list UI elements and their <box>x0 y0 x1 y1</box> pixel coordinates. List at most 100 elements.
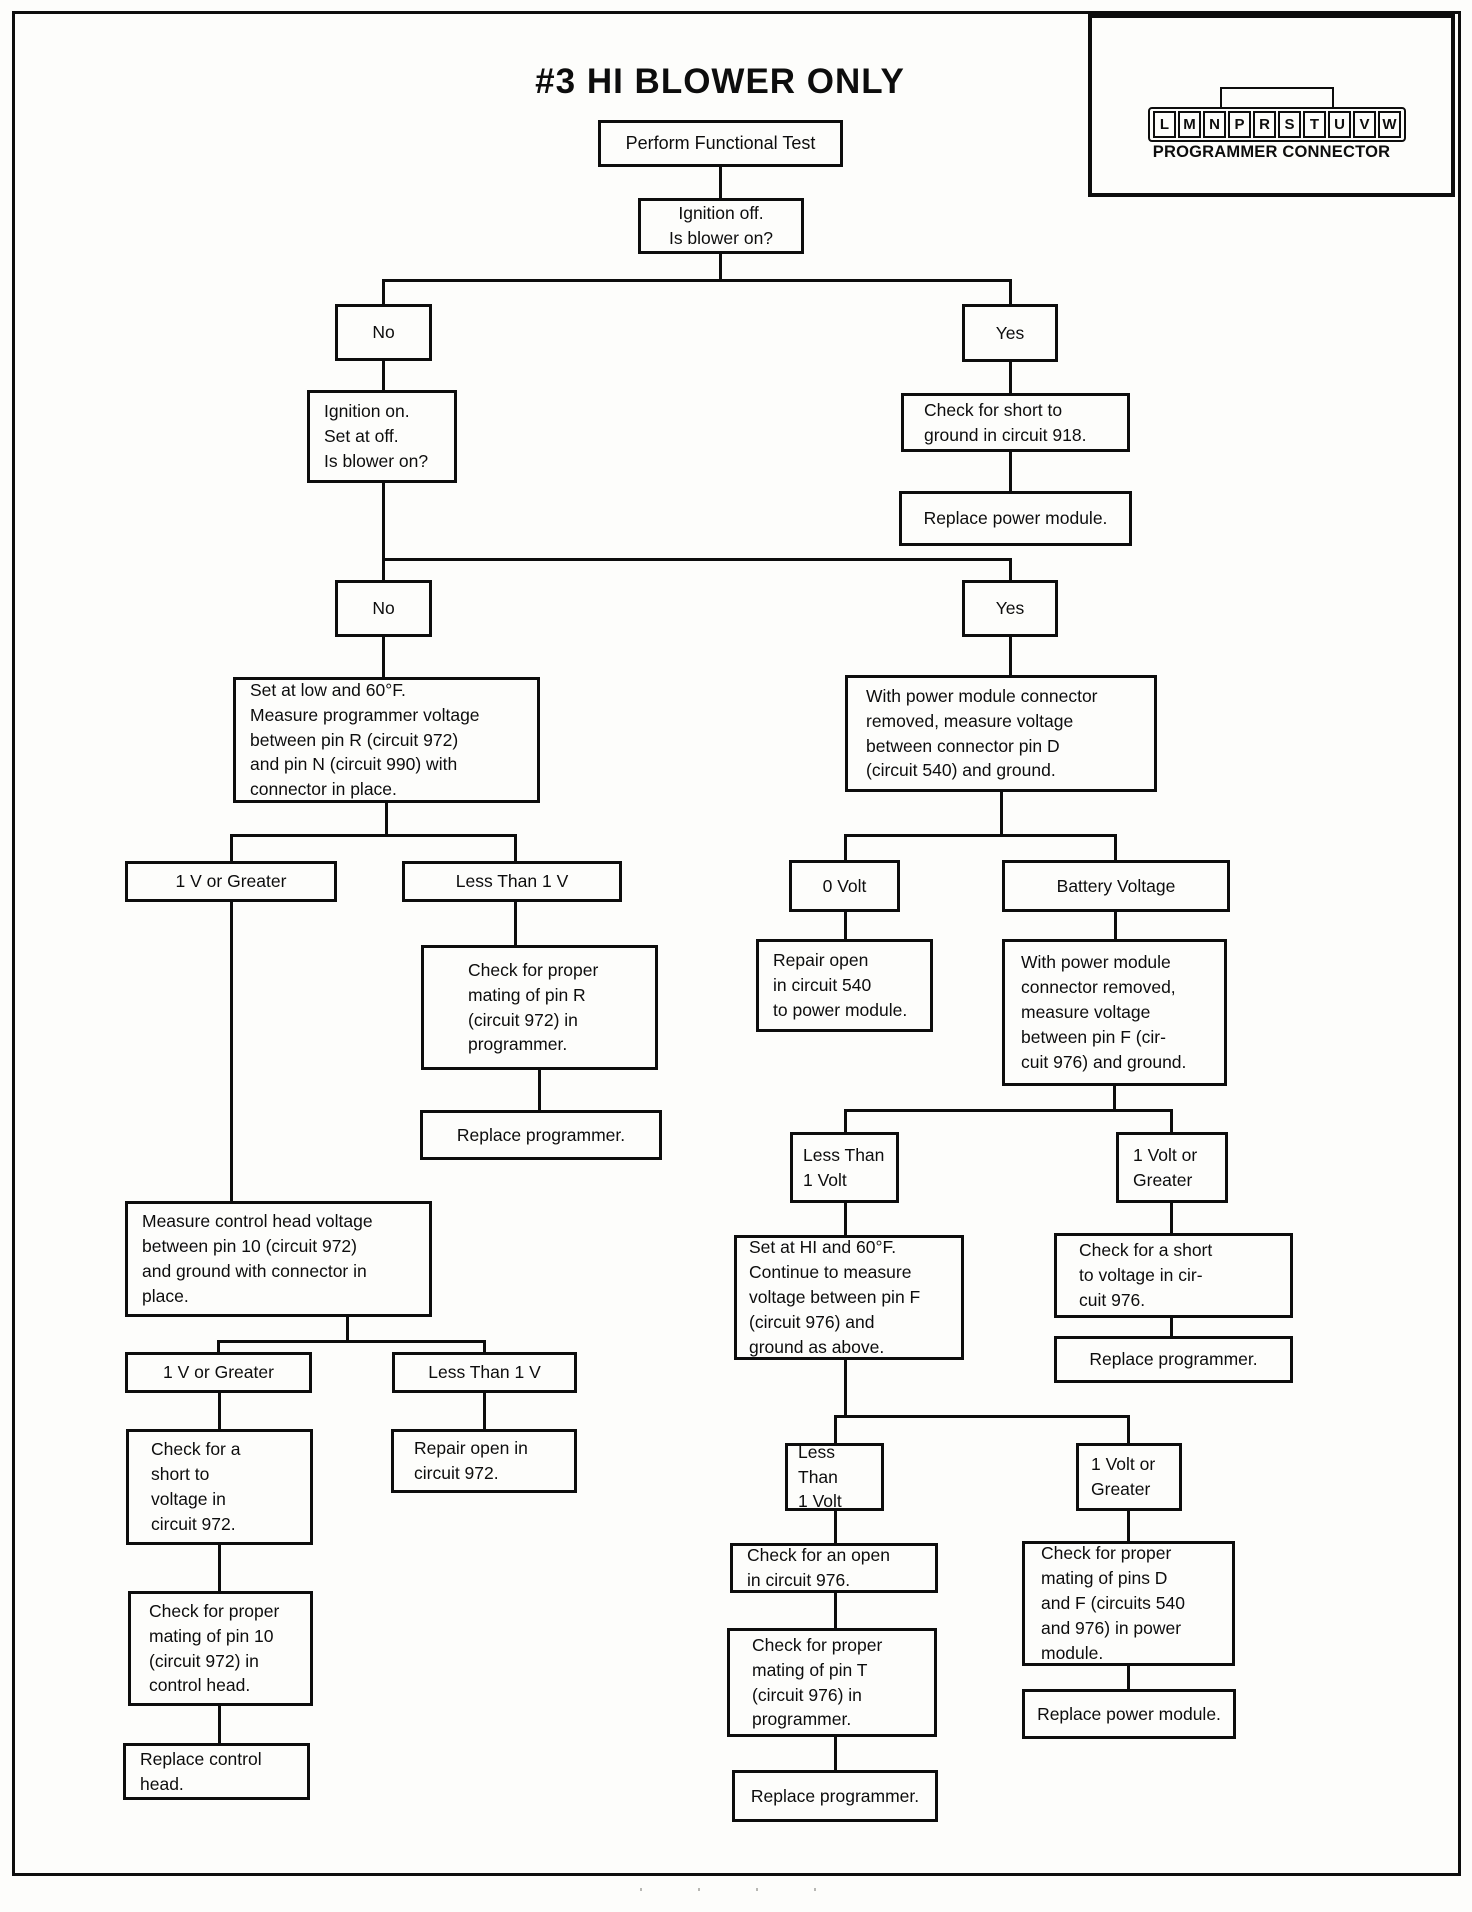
flow-line <box>844 1109 1173 1112</box>
flow-line <box>719 254 722 282</box>
flow-line <box>1000 792 1003 837</box>
flow-line <box>382 637 385 677</box>
node-replace-control-head: Replace control head. <box>123 1743 310 1800</box>
flow-line <box>346 1317 349 1343</box>
scan-artifact-dots <box>640 1888 840 1891</box>
flow-line <box>1009 637 1012 675</box>
flow-line <box>382 279 1012 282</box>
node-repair-open-circuit-540: Repair open in circuit 540 to power modu… <box>756 939 933 1032</box>
node-1-volt-or-greater-1: 1 Volt or Greater <box>1116 1132 1228 1203</box>
flow-line <box>382 558 1012 561</box>
node-yes-1: Yes <box>962 304 1058 362</box>
flow-line <box>719 167 722 198</box>
flow-line <box>834 1511 837 1543</box>
flow-line <box>483 1340 486 1352</box>
node-replace-power-module-2: Replace power module. <box>1022 1689 1236 1739</box>
flow-line <box>1170 1318 1173 1336</box>
flow-line <box>514 834 517 861</box>
node-ignition-off-question: Ignition off. Is blower on? <box>638 198 804 254</box>
pin-cell: N <box>1203 111 1226 138</box>
node-less-than-1-volt-1: Less Than 1 Volt <box>790 1132 899 1203</box>
flow-line <box>483 1393 486 1429</box>
flow-line <box>844 912 847 939</box>
flow-line <box>230 834 517 837</box>
node-0-volt: 0 Volt <box>789 860 900 912</box>
pin-cell: P <box>1228 111 1251 138</box>
flow-line <box>382 483 385 561</box>
flow-line <box>514 902 517 945</box>
node-1v-or-greater-left: 1 V or Greater <box>125 861 337 902</box>
node-replace-programmer-2: Replace programmer. <box>1054 1336 1293 1383</box>
flow-line <box>218 1545 221 1591</box>
pin-cell: U <box>1328 111 1351 138</box>
flow-line <box>1009 452 1012 491</box>
flow-line <box>834 1593 837 1628</box>
node-set-low-measure-programmer-voltage: Set at low and 60°F. Measure programmer … <box>233 677 540 803</box>
flow-line <box>844 1360 847 1418</box>
pin-cell: S <box>1278 111 1301 138</box>
flow-line <box>834 1737 837 1770</box>
flow-line <box>844 834 1117 837</box>
node-check-mating-pin-10: Check for proper mating of pin 10 (circu… <box>128 1591 313 1706</box>
flow-line <box>1127 1511 1130 1541</box>
pin-cell: R <box>1253 111 1276 138</box>
node-measure-connector-pin-d: With power module connector removed, mea… <box>845 675 1157 792</box>
flow-line <box>230 834 233 861</box>
flow-line <box>217 1340 220 1352</box>
flow-line <box>844 1203 847 1235</box>
node-1-volt-or-greater-2: 1 Volt or Greater <box>1076 1443 1182 1511</box>
node-measure-control-head-voltage: Measure control head voltage between pin… <box>125 1201 432 1317</box>
flow-line <box>230 902 233 1201</box>
node-ignition-on-question: Ignition on. Set at off. Is blower on? <box>307 390 457 483</box>
programmer-connector-label: PROGRAMMER CONNECTOR <box>1152 143 1391 161</box>
flow-line <box>218 1393 221 1429</box>
flow-line <box>382 558 385 580</box>
pin-cell: V <box>1353 111 1376 138</box>
node-less-than-1v-left-2: Less Than 1 V <box>392 1352 577 1393</box>
flow-line <box>1009 558 1012 580</box>
flow-line <box>844 1109 847 1132</box>
flow-line <box>218 1706 221 1743</box>
flow-line <box>1127 1415 1130 1443</box>
pin-cell: T <box>1303 111 1326 138</box>
node-replace-programmer-1: Replace programmer. <box>420 1110 662 1160</box>
flow-line <box>382 361 385 390</box>
flow-line <box>1009 362 1012 393</box>
flow-line <box>1170 1203 1173 1233</box>
flow-line <box>1009 279 1012 304</box>
programmer-connector-figure: L M N P R S T U V W PROGRAMMER CONNECTOR <box>1088 14 1455 197</box>
node-check-short-circuit-918: Check for short to ground in circuit 918… <box>901 393 1130 452</box>
flow-line <box>1170 1109 1173 1132</box>
flow-line <box>834 1415 837 1443</box>
node-replace-programmer-3: Replace programmer. <box>732 1770 938 1822</box>
page-border <box>12 11 1461 1876</box>
flow-line <box>385 803 388 837</box>
node-check-mating-pin-r: Check for proper mating of pin R (circui… <box>421 945 658 1070</box>
node-check-short-voltage-972: Check for a short to voltage in circuit … <box>126 1429 313 1545</box>
flow-line <box>1127 1666 1130 1689</box>
connector-keyway-bracket <box>1220 87 1334 109</box>
node-check-mating-pin-t: Check for proper mating of pin T (circui… <box>727 1628 937 1737</box>
pin-cell: L <box>1153 111 1176 138</box>
node-repair-open-circuit-972: Repair open in circuit 972. <box>391 1429 577 1493</box>
node-no-1: No <box>335 304 432 361</box>
node-no-2: No <box>335 580 432 637</box>
node-less-than-1-volt-2: Less Than 1 Volt <box>785 1442 884 1511</box>
pin-cell: W <box>1378 111 1401 138</box>
flow-line <box>844 834 847 860</box>
node-check-short-voltage-976: Check for a short to voltage in cir- cui… <box>1054 1233 1293 1318</box>
flow-line <box>1114 912 1117 939</box>
flow-line <box>217 1340 486 1343</box>
page-title: #3 HI BLOWER ONLY <box>535 62 905 101</box>
flow-line <box>1113 1086 1116 1112</box>
node-check-open-circuit-976: Check for an open in circuit 976. <box>730 1543 938 1593</box>
node-perform-functional-test: Perform Functional Test <box>598 120 843 167</box>
node-replace-power-module-1: Replace power module. <box>899 491 1132 546</box>
node-battery-voltage: Battery Voltage <box>1002 860 1230 912</box>
flow-line <box>538 1070 541 1110</box>
connector-pin-strip: L M N P R S T U V W <box>1148 107 1406 142</box>
node-set-hi-continue-measure: Set at HI and 60°F. Continue to measure … <box>734 1235 964 1360</box>
node-yes-2: Yes <box>962 580 1058 637</box>
node-check-mating-pins-d-f: Check for proper mating of pins D and F … <box>1022 1541 1235 1666</box>
